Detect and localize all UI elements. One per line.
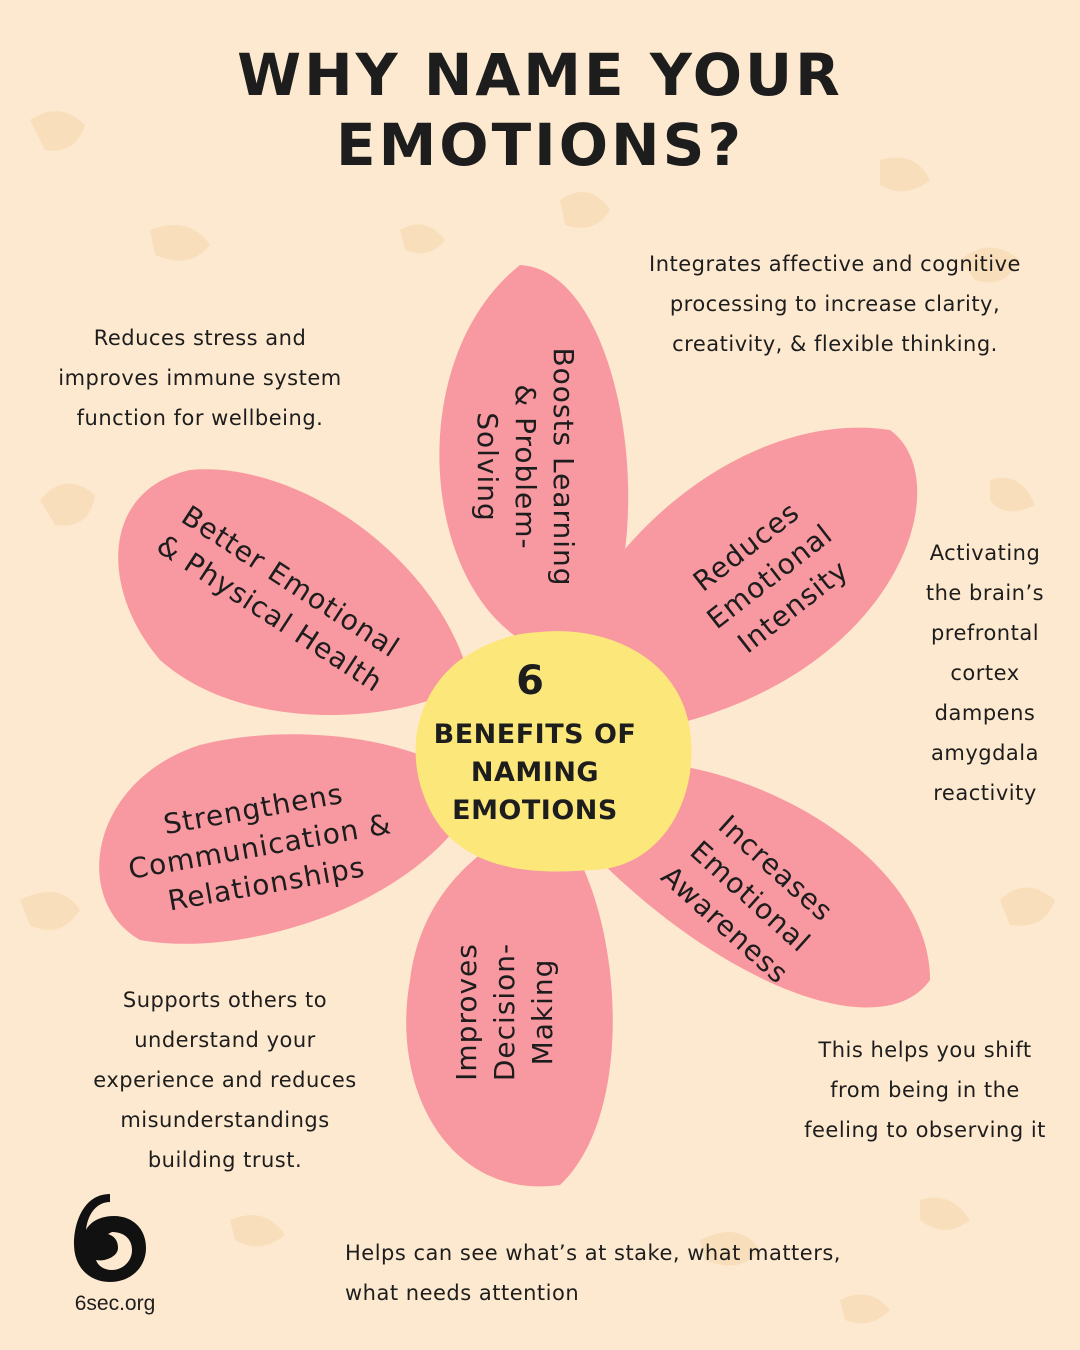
six-seconds-logo-icon <box>74 1194 146 1282</box>
petal-learning <box>439 265 629 650</box>
note-supports: Supports others to understand your exper… <box>93 988 357 1172</box>
page-title: WHY NAME YOUR EMOTIONS? <box>237 41 843 179</box>
note-prefrontal: Activating the brain’s prefrontal cortex… <box>925 541 1045 805</box>
note-stress: Reduces stress and improves immune syste… <box>58 326 342 430</box>
petal-decision <box>406 830 613 1187</box>
brand-url[interactable]: 6sec.org <box>74 1292 156 1315</box>
flower-center <box>415 631 692 872</box>
center-label: BENEFITS OF NAMING EMOTIONS <box>433 719 637 826</box>
petal-health <box>118 469 471 715</box>
petal-intensity <box>560 427 918 730</box>
center-number: 6 <box>516 658 544 704</box>
petal-label-decision: Improves Decision- Making <box>450 942 559 1082</box>
petal-label-learning: Boosts Learning & Problem- Solving <box>471 347 580 587</box>
petal-communication <box>99 734 481 944</box>
note-integrates: Integrates affective and cognitive proce… <box>649 252 1021 356</box>
note-shift: This helps you shift from being in the f… <box>804 1038 1046 1142</box>
note-stake: Helps can see what’s at stake, what matt… <box>345 1241 841 1305</box>
